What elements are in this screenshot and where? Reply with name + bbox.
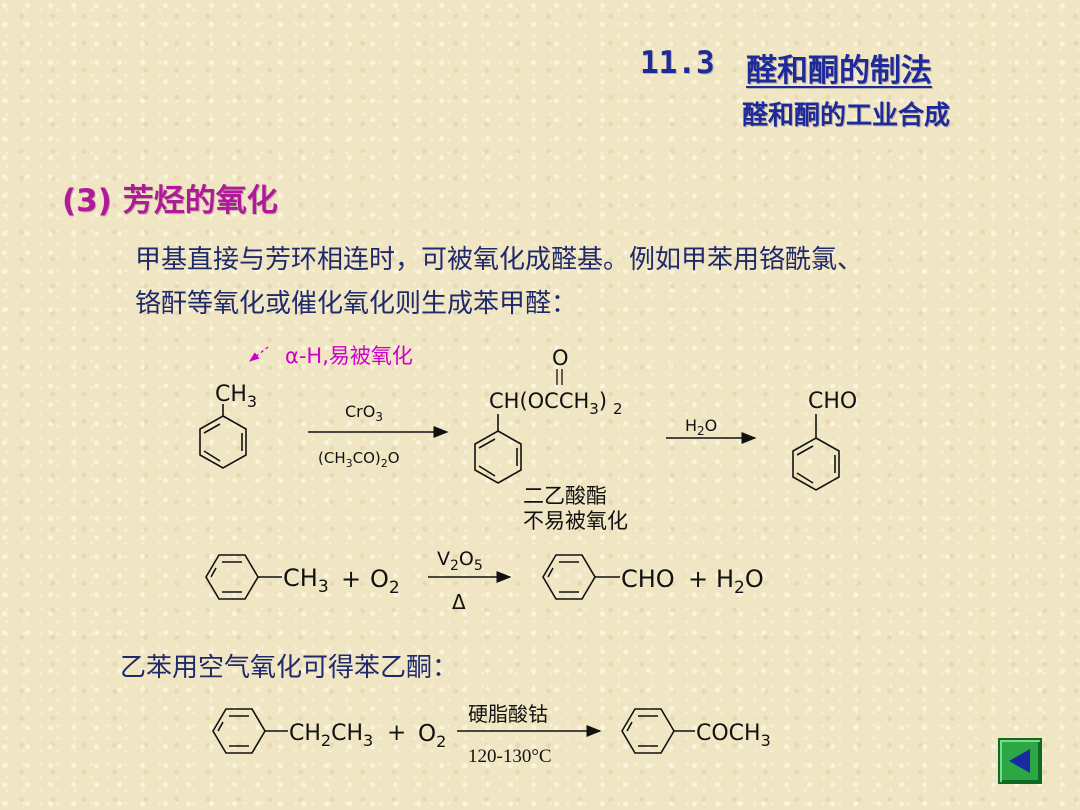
oxygen-label-2: O2 bbox=[370, 565, 400, 598]
plus-sign-3: + bbox=[387, 720, 406, 746]
water-label: H2O bbox=[716, 565, 764, 598]
plus-sign-2: + bbox=[688, 565, 708, 593]
carbonyl-oxygen: O bbox=[552, 346, 569, 370]
oxygen-label-3: O2 bbox=[418, 721, 446, 751]
reagent-acetic-anhydride: (CH3CO)2O bbox=[318, 449, 400, 470]
annotation-arrow bbox=[248, 346, 269, 362]
acetophenone-label: COCH3 bbox=[696, 721, 771, 750]
diacetate-label: CH(OCCH3)2 bbox=[489, 389, 623, 418]
alpha-h-annotation: α-H,易被氧化 bbox=[285, 344, 413, 368]
section-heading: (3) 芳烃的氧化 bbox=[62, 183, 278, 219]
diacetate-note: 二乙酸酯 不易被氧化 bbox=[523, 484, 628, 534]
slide-title: 醛和酮的制法 bbox=[746, 53, 932, 89]
paragraph-line-2: 铬酐等氧化或催化氧化则生成苯甲醛： bbox=[135, 289, 578, 319]
slide-subtitle: 醛和酮的工业合成 bbox=[742, 101, 951, 131]
methyl-label-2: CH3 bbox=[283, 564, 329, 597]
ethyl-label: CH2CH3 bbox=[289, 721, 373, 750]
plus-sign-1: + bbox=[341, 565, 361, 593]
benzaldehyde-ring-2 bbox=[542, 554, 620, 600]
section-number: 11.3 bbox=[640, 45, 715, 81]
previous-slide-button[interactable] bbox=[998, 738, 1042, 784]
acetophenone-ring bbox=[621, 708, 695, 754]
diacetate-note-line-2: 不易被氧化 bbox=[523, 509, 628, 533]
benzaldehyde-ring-1 bbox=[792, 414, 840, 491]
diacetate-note-line-1: 二乙酸酯 bbox=[523, 484, 607, 508]
paragraph-line-1: 甲基直接与芳环相连时，可被氧化成醛基。例如甲苯用铬酰氯、 bbox=[135, 245, 864, 275]
catalyst-v2o5: V2O5 bbox=[437, 548, 483, 574]
reagent-cro3: CrO3 bbox=[345, 402, 383, 424]
paragraph-ethylbenzene: 乙苯用空气氧化可得苯乙酮： bbox=[120, 653, 459, 683]
triangle-left-icon bbox=[1009, 749, 1030, 773]
diacetate-ring bbox=[474, 414, 522, 484]
temperature-label: 120-130°C bbox=[468, 746, 552, 767]
toluene-ring-2 bbox=[205, 554, 282, 600]
carbonyl-double-bond bbox=[556, 369, 563, 385]
reagent-water: H2O bbox=[685, 416, 717, 438]
benzaldehyde-label-1: CHO bbox=[808, 389, 857, 414]
methyl-label: CH3 bbox=[215, 382, 257, 411]
heat-symbol: Δ bbox=[452, 590, 466, 614]
benzaldehyde-label-2: CHO bbox=[621, 565, 675, 593]
ethylbenzene-ring bbox=[212, 708, 288, 754]
intro-paragraph: 甲基直接与芳环相连时，可被氧化成醛基。例如甲苯用铬酰氯、 铬酐等氧化或催化氧化则… bbox=[135, 238, 1035, 326]
catalyst-cobalt-stearate: 硬脂酸钴 bbox=[468, 702, 548, 726]
toluene-ring bbox=[199, 404, 247, 469]
